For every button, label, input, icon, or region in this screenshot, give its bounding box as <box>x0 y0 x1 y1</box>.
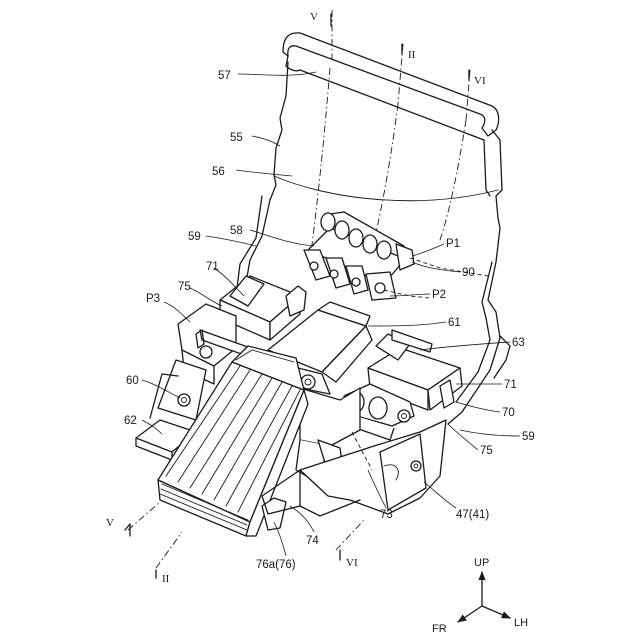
label-P1: P1 <box>446 238 460 250</box>
lh-arrow <box>482 606 510 618</box>
label-70: 70 <box>502 407 515 419</box>
label-73: 73 <box>380 509 393 521</box>
axis-up-label: UP <box>474 557 489 569</box>
label-61: 61 <box>448 317 461 329</box>
section-II-top: II <box>408 49 416 61</box>
label-71-right: 71 <box>504 379 517 391</box>
section-II-bottom: II <box>162 573 170 585</box>
label-76a-76: 76a(76) <box>256 559 296 571</box>
label-P3: P3 <box>146 293 160 305</box>
label-59-left: 59 <box>188 231 201 243</box>
label-90: 90 <box>462 267 475 279</box>
label-74: 74 <box>306 535 319 547</box>
label-75-right: 75 <box>480 445 493 457</box>
label-47-41: 47(41) <box>456 509 489 521</box>
label-P2: P2 <box>432 289 446 301</box>
label-56: 56 <box>212 166 225 178</box>
section-VI-bottom: VI <box>346 557 358 569</box>
direction-axes: UP FR LH <box>432 557 528 635</box>
label-62: 62 <box>124 415 137 427</box>
label-71-left: 71 <box>206 261 219 273</box>
upper-panel <box>270 33 502 228</box>
label-63: 63 <box>512 337 525 349</box>
label-55: 55 <box>230 132 243 144</box>
link-assembly-58 <box>304 212 488 300</box>
fr-arrow <box>458 606 482 622</box>
label-59-right: 59 <box>522 431 535 443</box>
label-75-left: 75 <box>178 281 191 293</box>
section-V-bottom: V <box>106 517 114 529</box>
axis-lh-label: LH <box>514 617 528 629</box>
label-58: 58 <box>230 225 243 237</box>
axis-fr-label: FR <box>432 623 447 635</box>
label-60: 60 <box>126 375 139 387</box>
section-VI-top: VI <box>474 75 486 87</box>
section-V-top: V <box>310 11 318 23</box>
label-57: 57 <box>218 70 231 82</box>
